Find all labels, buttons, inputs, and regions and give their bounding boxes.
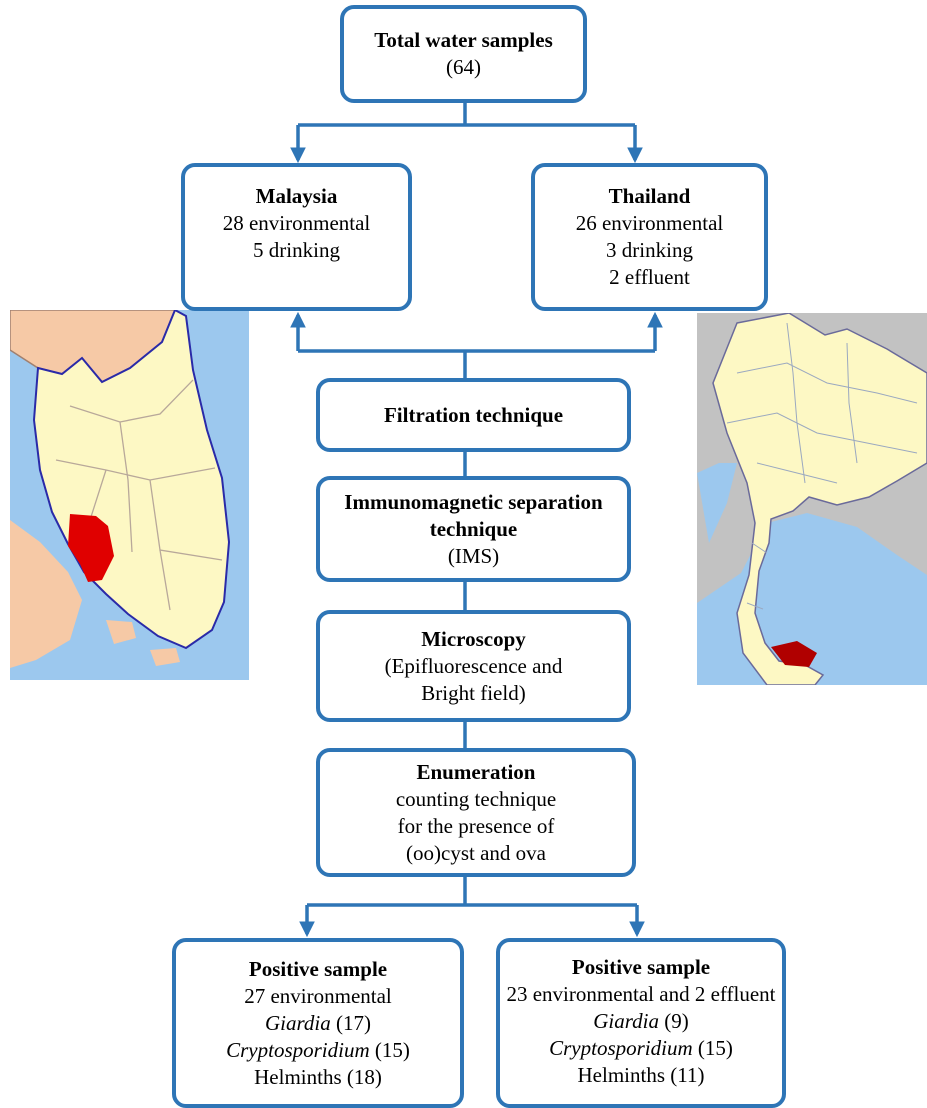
positive-malaysia-cryptosporidium: Cryptosporidium (15) xyxy=(226,1037,410,1064)
microscopy-line1: (Epifluorescence and xyxy=(384,653,563,678)
state-borders xyxy=(55,379,223,611)
neighbor-land-bottom xyxy=(10,520,82,668)
positive-sample-thailand-box: Positive sample 23 environmental and 2 e… xyxy=(496,938,786,1108)
connector-enumeration xyxy=(307,877,637,907)
enumeration-line2: for the presence of xyxy=(397,813,555,838)
positive-thailand-cryptosporidium: Cryptosporidium (15) xyxy=(549,1035,733,1062)
positive-malaysia-title: Positive sample xyxy=(248,957,388,981)
province-borders xyxy=(726,322,918,610)
giardia-name: Giardia xyxy=(593,1009,659,1033)
island-1 xyxy=(106,620,136,644)
filtration-box: Filtration technique xyxy=(316,378,631,452)
filtration-title: Filtration technique xyxy=(383,402,564,427)
highlight-region-malaysia xyxy=(68,514,114,582)
giardia-count: (17) xyxy=(335,1011,371,1035)
enumeration-line3: (oo)cyst and ova xyxy=(406,840,546,865)
cryptosporidium-count: (15) xyxy=(374,1038,410,1062)
malaysia-environmental: 28 environmental xyxy=(222,211,371,235)
malaysia-title: Malaysia xyxy=(255,184,338,208)
cryptosporidium-name: Cryptosporidium xyxy=(226,1038,370,1062)
enumeration-box: Enumeration counting technique for the p… xyxy=(316,748,636,877)
microscopy-line2: Bright field) xyxy=(421,680,526,705)
positive-sample-malaysia-box: Positive sample 27 environmental Giardia… xyxy=(172,938,464,1108)
positive-malaysia-giardia: Giardia (17) xyxy=(265,1010,371,1037)
microscopy-title: Microscopy xyxy=(421,626,526,651)
malaysia-box: Malaysia 28 environmental 5 drinking xyxy=(181,163,412,311)
ims-title-line1: Immunomagnetic separation xyxy=(344,489,603,514)
thailand-map xyxy=(697,313,927,685)
island-2 xyxy=(150,648,180,666)
positive-thailand-giardia: Giardia (9) xyxy=(593,1008,688,1035)
total-water-samples-count: (64) xyxy=(446,55,481,79)
giardia-count: (9) xyxy=(664,1009,689,1033)
positive-thailand-helminths: Helminths (11) xyxy=(577,1063,705,1087)
malaysia-map xyxy=(10,310,249,680)
positive-thailand-title: Positive sample xyxy=(571,955,711,979)
cryptosporidium-count: (15) xyxy=(697,1036,733,1060)
thailand-environmental: 26 environmental xyxy=(575,211,724,235)
positive-malaysia-environmental: 27 environmental xyxy=(244,984,392,1008)
giardia-name: Giardia xyxy=(265,1011,331,1035)
thailand-effluent: 2 effluent xyxy=(609,265,690,289)
enumeration-title: Enumeration xyxy=(416,759,536,784)
total-water-samples-box: Total water samples (64) xyxy=(340,5,587,103)
cryptosporidium-name: Cryptosporidium xyxy=(549,1036,693,1060)
ims-abbreviation: (IMS) xyxy=(447,543,500,568)
highlight-region-thailand xyxy=(771,641,817,667)
malaysia-drinking: 5 drinking xyxy=(253,238,340,262)
ims-box: Immunomagnetic separation technique (IMS… xyxy=(316,476,631,582)
thailand-title: Thailand xyxy=(608,184,691,208)
enumeration-line1: counting technique xyxy=(395,786,557,811)
thailand-land xyxy=(712,313,927,685)
microscopy-box: Microscopy (Epifluorescence and Bright f… xyxy=(316,610,631,722)
positive-thailand-environmental-effluent: 23 environmental and 2 effluent xyxy=(506,982,776,1006)
thailand-box: Thailand 26 environmental 3 drinking 2 e… xyxy=(531,163,768,311)
connector-root xyxy=(298,103,635,127)
positive-malaysia-helminths: Helminths (18) xyxy=(254,1065,382,1089)
ims-title-line2: technique xyxy=(429,516,518,541)
total-water-samples-title: Total water samples xyxy=(374,28,553,52)
thailand-drinking: 3 drinking xyxy=(606,238,693,262)
connector-filtration-up xyxy=(298,349,655,378)
